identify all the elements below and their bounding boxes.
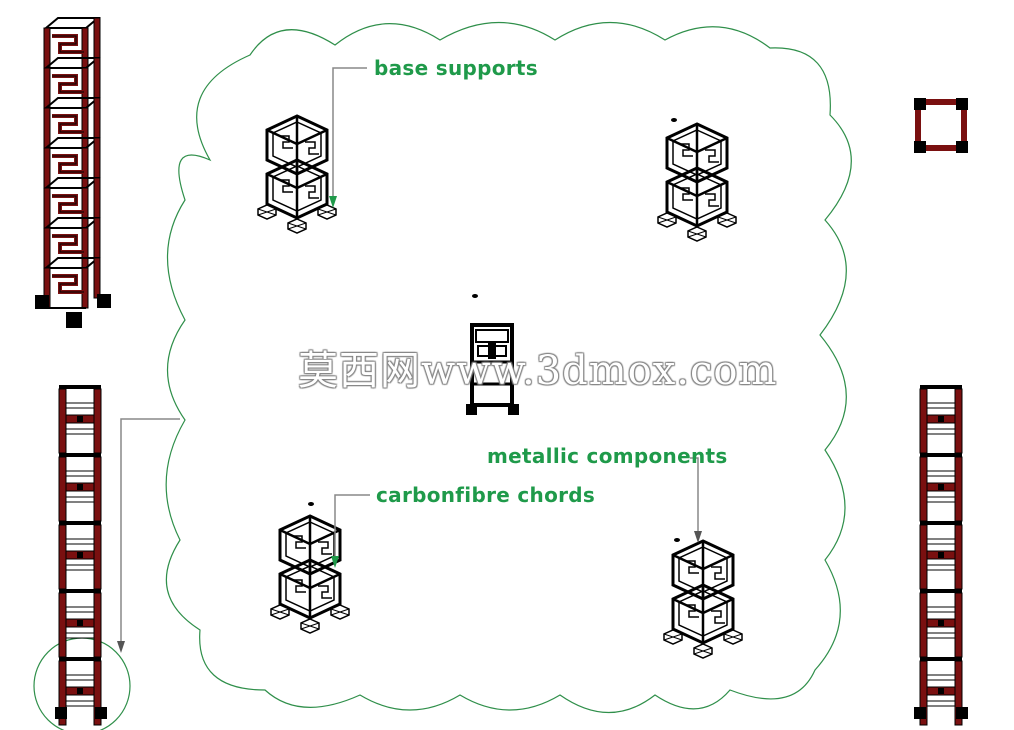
elevation-tower-left — [55, 384, 107, 726]
iso-tower-bottom-left — [271, 516, 349, 633]
isometric-tower-left — [35, 16, 111, 328]
elevation-tower-right — [914, 384, 968, 726]
watermark: 莫西网www.3dmox.com — [298, 348, 778, 394]
iso-tower-top-right — [658, 124, 736, 241]
leader-carbonfibre-chords — [331, 494, 370, 568]
label-metallic-components: metallic components — [487, 444, 728, 468]
leader-metallic-components — [690, 457, 702, 543]
iso-tower-bottom-right — [664, 541, 742, 658]
detail-circle — [33, 637, 131, 730]
leader-base-supports — [329, 67, 367, 208]
central-elevation-tower — [466, 323, 519, 415]
revision-cloud — [165, 21, 852, 713]
leader-left-tower — [117, 418, 180, 653]
plan-view-square — [914, 98, 968, 153]
label-base-supports: base supports — [374, 56, 538, 80]
label-carbonfibre-chords: carbonfibre chords — [376, 483, 596, 507]
iso-tower-top-left — [258, 116, 336, 233]
